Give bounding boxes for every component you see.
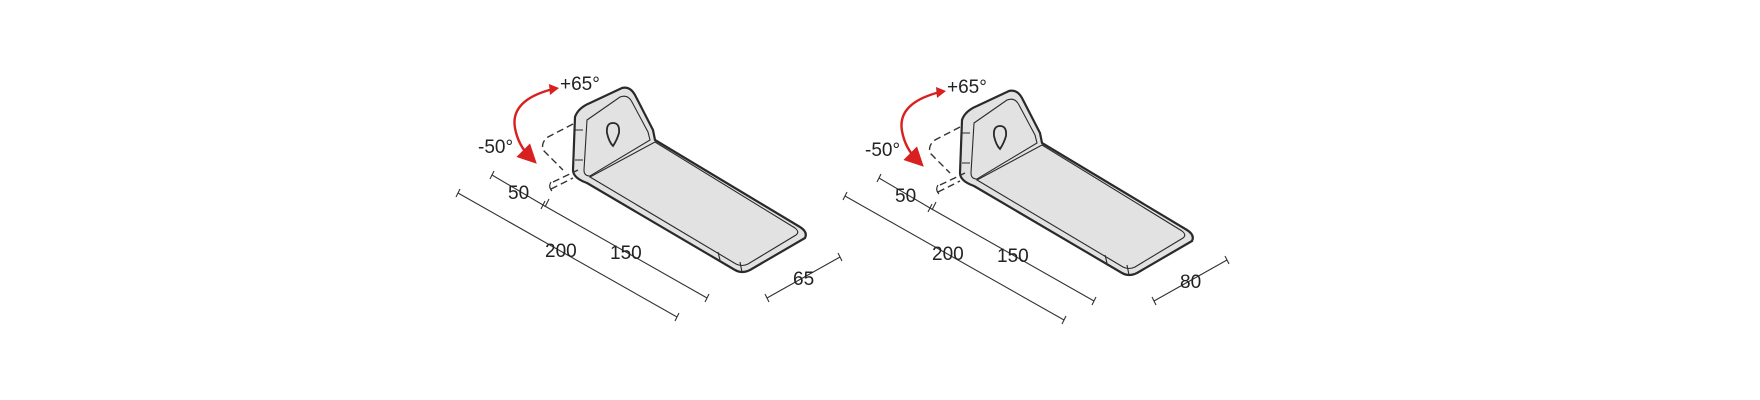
- dim-total-label: 200: [932, 244, 964, 265]
- angle-down-label: -50°: [865, 140, 900, 161]
- diagram-left: +65° -50° 50 200 150 65: [456, 74, 842, 321]
- dim-total-label: 200: [545, 241, 577, 262]
- angle-down-label: -50°: [478, 137, 513, 158]
- dim-backrest-label: 50: [508, 183, 529, 204]
- dim-backrest-label: 50: [895, 186, 916, 207]
- angle-up-label: +65°: [947, 77, 987, 98]
- diagram-right: +65° -50° 50 200 150 80: [843, 77, 1229, 324]
- dim-width-label: 80: [1180, 272, 1201, 293]
- dim-seat-label: 150: [997, 246, 1029, 267]
- dim-width-label: 65: [793, 269, 814, 290]
- angle-up-label: +65°: [560, 74, 600, 95]
- dim-seat-label: 150: [610, 243, 642, 264]
